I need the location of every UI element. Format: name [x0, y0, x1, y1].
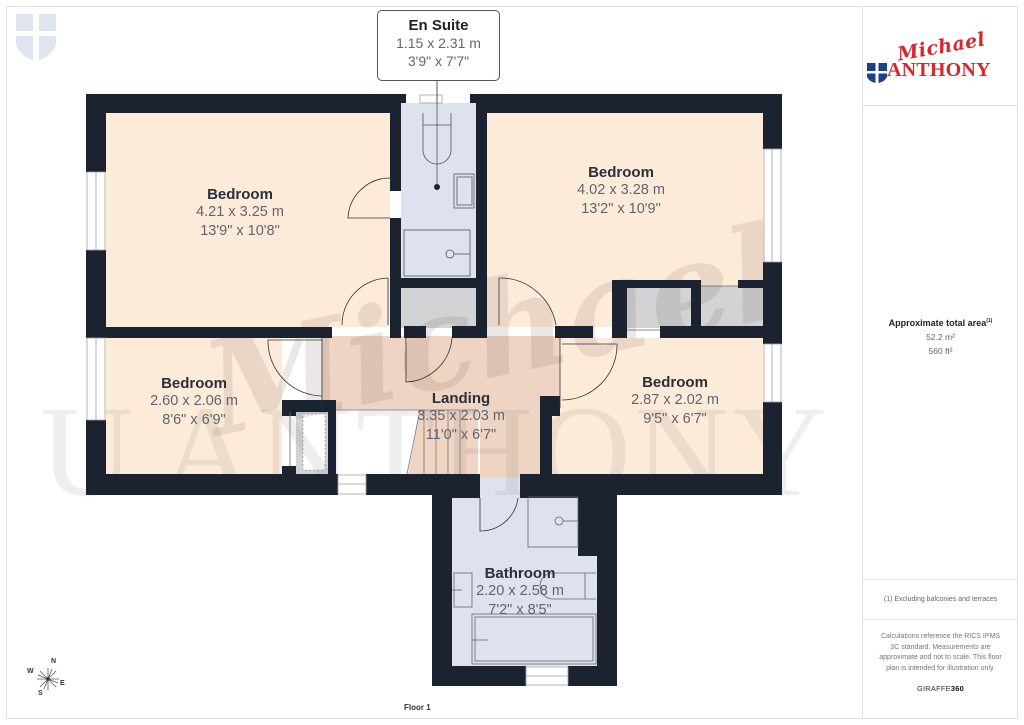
room-metric: 4.21 x 3.25 m: [196, 204, 284, 220]
room-metric: 1.15 x 2.31 m: [396, 35, 481, 51]
cupboard-fill: [700, 286, 763, 328]
room-name: Bedroom: [161, 375, 227, 392]
room-name: En Suite: [408, 17, 469, 34]
area-imperial: 560 ft²: [928, 346, 953, 356]
room-metric: 2.87 x 2.02 m: [631, 392, 719, 408]
credit-suffix: 360: [950, 684, 965, 693]
compass-rose: N W E S: [26, 658, 70, 700]
room-imperial: 13'2" x 10'9": [581, 201, 661, 217]
page-frame: [6, 6, 1018, 719]
area-summary: Approximate total area(1) 52.2 m² 560 ft…: [863, 106, 1018, 580]
footnote-text: (1) Excluding balconies and terraces: [883, 596, 998, 603]
room-name: Landing: [431, 390, 491, 407]
room-label-bedroom-2: Bedroom 4.02 x 3.28 m 13'2" x 10'9": [577, 164, 665, 219]
room-label-bathroom: Bathroom 2.20 x 2.58 m 7'2" x 8'5": [476, 565, 564, 620]
shield-icon: [867, 63, 887, 83]
room-label-landing: Landing 3.35 x 2.03 m 11'0" x 6'7": [417, 390, 505, 445]
room-imperial: 7'2" x 8'5": [488, 602, 552, 618]
bathroom-fixtures: [452, 496, 597, 665]
area-title-text: Approximate total area: [888, 318, 987, 328]
room-label-bedroom-3: Bedroom 2.60 x 2.06 m 8'6" x 6'9": [150, 375, 238, 430]
area-title: Approximate total area(1): [863, 318, 1018, 328]
landing-fill: [322, 336, 560, 480]
bathroom-fill: [452, 494, 597, 666]
room-imperial: 3'9" x 7'7": [407, 53, 470, 69]
room-metric: 2.60 x 2.06 m: [150, 393, 238, 409]
area-metric: 52.2 m²: [926, 332, 955, 342]
disclaimer-text: Calculations reference the RICS IPMS 3C …: [879, 633, 1002, 672]
brand-logo: Michael ANTHONY: [863, 6, 1018, 106]
floor-plan-area: Michael U ANTHONY: [16, 10, 831, 712]
compass-s: S: [38, 690, 43, 697]
room-label-bedroom-1: Bedroom 4.21 x 3.25 m 13'9" x 10'8": [196, 186, 284, 241]
footnote: (1) Excluding balconies and terraces: [863, 580, 1018, 620]
credit-prefix: GIRAFFE: [916, 684, 951, 693]
compass-w: W: [27, 668, 34, 675]
en-suite-fixtures: [403, 103, 475, 277]
compass-e: E: [60, 680, 65, 687]
room-imperial: 11'0" x 6'7": [425, 427, 497, 443]
windows: [86, 94, 782, 686]
compass-icon: [37, 668, 59, 690]
en-suite-callout: En Suite 1.15 x 2.31 m 3'9" x 7'7": [377, 10, 500, 81]
room-name: Bedroom: [588, 164, 654, 181]
giraffe360-credit: GIRAFFE360: [863, 684, 1018, 693]
brand-name: ANTHONY: [887, 59, 991, 81]
cupboard-fill: [627, 288, 691, 328]
cupboard-fill: [401, 288, 476, 328]
bedroom-3-fill: [106, 338, 282, 474]
doors: [267, 177, 618, 532]
room-imperial: 13'9" x 10'8": [200, 223, 280, 239]
room-metric: 3.35 x 2.03 m: [417, 408, 505, 424]
en-suite-fill: [401, 103, 476, 283]
floor-label: Floor 1: [404, 703, 431, 712]
floor-plan-drawing: Michael U ANTHONY: [40, 81, 831, 686]
room-metric: 4.02 x 3.28 m: [577, 182, 665, 198]
walls: [86, 94, 782, 686]
room-metric: 2.20 x 2.58 m: [476, 583, 564, 599]
room-imperial: 8'6" x 6'9": [162, 412, 226, 428]
svg-text:ANTHONY: ANTHONY: [160, 380, 831, 524]
room-name: Bedroom: [642, 374, 708, 391]
footnote-marker: (1): [986, 318, 993, 324]
bedroom-1-fill: [106, 113, 390, 327]
room-label-bedroom-4: Bedroom 2.87 x 2.02 m 9'5" x 6'7": [631, 374, 719, 429]
shield-logo-icon: [16, 14, 56, 60]
bedroom-4-fill: [560, 338, 763, 474]
room-name: Bathroom: [484, 565, 556, 582]
info-panel: Michael ANTHONY Approximate total area(1…: [862, 6, 1018, 719]
compass-n: N: [51, 658, 57, 665]
disclaimer: Calculations reference the RICS IPMS 3C …: [863, 620, 1018, 719]
room-name: Bedroom: [207, 186, 273, 203]
room-imperial: 9'5" x 6'7": [643, 411, 707, 427]
